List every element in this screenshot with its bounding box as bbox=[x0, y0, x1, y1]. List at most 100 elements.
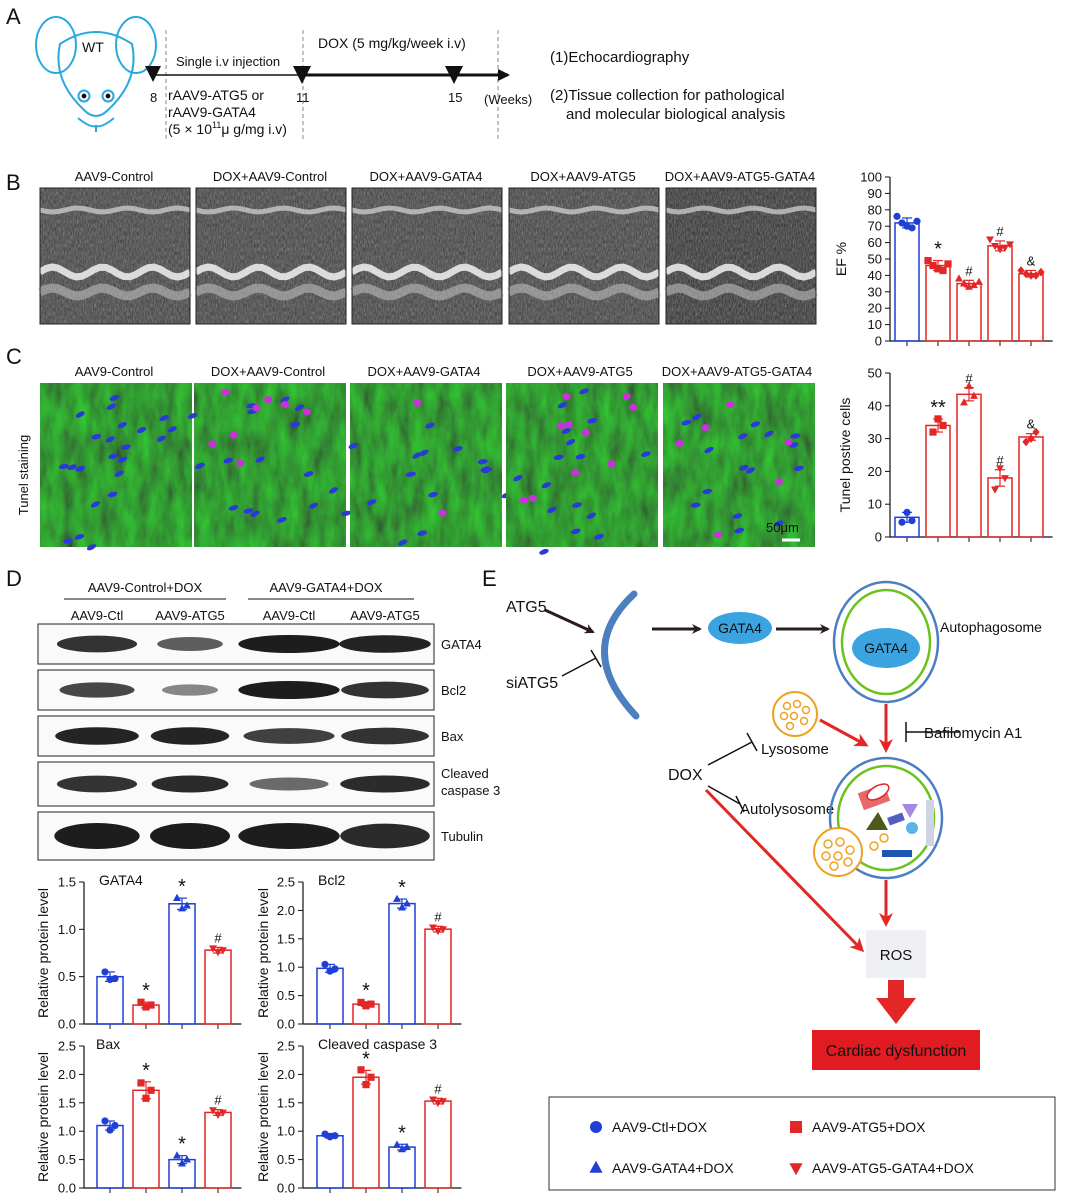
bar bbox=[925, 424, 951, 538]
data-point bbox=[214, 1111, 222, 1120]
phagophore-membrane bbox=[601, 590, 640, 720]
tunel-image bbox=[506, 383, 658, 555]
tunel-image bbox=[40, 383, 192, 551]
data-point bbox=[111, 974, 119, 983]
echo-image-label: DOX+AAV9-Control bbox=[213, 169, 327, 184]
y-tick-label: 1.5 bbox=[277, 1095, 295, 1110]
significance-mark: # bbox=[434, 1081, 442, 1096]
data-point bbox=[398, 1145, 406, 1153]
data-point bbox=[429, 1096, 437, 1104]
bar bbox=[96, 975, 124, 1025]
echo-image-label: DOX+AAV9-ATG5 bbox=[530, 169, 635, 184]
echo-image-label: DOX+AAV9-ATG5-GATA4 bbox=[665, 169, 815, 184]
chart-title: Bcl2 bbox=[318, 872, 345, 888]
y-tick-label: 100 bbox=[860, 170, 882, 185]
autophagosome-inner bbox=[840, 588, 932, 696]
dox-label: DOX bbox=[668, 767, 703, 784]
week-marker bbox=[145, 66, 161, 82]
autophagosome-outer bbox=[832, 580, 940, 704]
y-tick-label: 0 bbox=[875, 530, 882, 545]
atg5-label: ATG5 bbox=[506, 599, 547, 616]
y-tick-label: 1.0 bbox=[277, 1124, 295, 1139]
legend-label: AAV9-ATG5-GATA4+DOX bbox=[812, 1160, 975, 1176]
legend-label: AAV9-ATG5+DOX bbox=[812, 1119, 926, 1135]
lane-label: AAV9-Ctl bbox=[263, 608, 316, 623]
blot-row bbox=[37, 715, 435, 757]
significance-mark: * bbox=[142, 980, 150, 1002]
virus-line: rAAV9-ATG5 or bbox=[168, 87, 264, 103]
data-point bbox=[147, 1086, 155, 1094]
data-point bbox=[903, 508, 911, 516]
data-point bbox=[219, 1109, 227, 1117]
data-point bbox=[357, 998, 365, 1007]
week-label: 11 bbox=[296, 90, 310, 105]
chart-title: GATA4 bbox=[99, 872, 143, 888]
blot-group-label: AAV9-Control+DOX bbox=[88, 580, 203, 595]
y-tick-label: 0 bbox=[875, 334, 882, 349]
significance-mark: # bbox=[996, 224, 1004, 239]
y-tick-label: 0.5 bbox=[277, 988, 295, 1003]
data-point bbox=[908, 517, 916, 525]
tunel-image-label: DOX+AAV9-GATA4 bbox=[367, 364, 480, 379]
tunel-image-label: DOX+AAV9-ATG5 bbox=[527, 364, 632, 379]
data-point bbox=[955, 274, 963, 282]
bar bbox=[388, 902, 416, 1025]
panel-letter-b: B bbox=[6, 170, 21, 195]
echo-image bbox=[350, 187, 504, 325]
data-point bbox=[1027, 271, 1035, 280]
data-point bbox=[183, 901, 191, 909]
bafilomycin-label: Bafilomycin A1 bbox=[924, 725, 1022, 742]
bar bbox=[894, 222, 920, 342]
data-point bbox=[362, 1002, 370, 1010]
echo-image bbox=[507, 187, 661, 325]
echo-image-label: AAV9-Control bbox=[75, 169, 154, 184]
data-point bbox=[1022, 269, 1030, 279]
bar bbox=[956, 393, 982, 538]
data-point bbox=[1017, 266, 1025, 275]
lysosome-icon bbox=[772, 691, 818, 737]
tunel-image-label: DOX+AAV9-Control bbox=[211, 364, 325, 379]
significance-mark: * bbox=[178, 876, 186, 898]
y-tick-label: 80 bbox=[868, 202, 882, 217]
significance-mark: * bbox=[178, 1134, 186, 1156]
data-point bbox=[219, 947, 227, 955]
chart-title: Cleaved caspase 3 bbox=[318, 1036, 437, 1052]
blot-row bbox=[37, 761, 435, 807]
siatg5-label: siATG5 bbox=[506, 675, 558, 692]
legend-label: AAV9-GATA4+DOX bbox=[612, 1160, 734, 1176]
data-point bbox=[142, 1003, 150, 1011]
y-tick-label: 40 bbox=[868, 268, 882, 283]
significance-mark: * bbox=[398, 1122, 406, 1144]
data-point bbox=[1001, 475, 1009, 483]
data-point bbox=[429, 924, 437, 932]
legend-box bbox=[548, 1096, 1056, 1191]
panel-a: A WT 8 11 15 (Weeks) Single i.v injectio… bbox=[6, 4, 785, 142]
data-point bbox=[393, 1140, 401, 1148]
data-point bbox=[367, 1000, 375, 1008]
y-tick-label: 20 bbox=[868, 464, 882, 479]
bar bbox=[352, 1076, 380, 1189]
data-point bbox=[393, 894, 401, 902]
echo-image bbox=[664, 187, 818, 325]
y-tick-label: 2.5 bbox=[277, 875, 295, 890]
mouse-icon bbox=[35, 16, 157, 132]
significance-mark: # bbox=[965, 263, 973, 278]
tunel-image-label: DOX+AAV9-ATG5-GATA4 bbox=[662, 364, 812, 379]
significance-mark: * bbox=[398, 877, 406, 899]
y-tick-label: 20 bbox=[868, 301, 882, 316]
y-tick-label: 50 bbox=[868, 252, 882, 267]
scale-bar-label: 50μm bbox=[766, 520, 799, 535]
y-tick-label: 0.0 bbox=[58, 1017, 76, 1032]
week-label: 8 bbox=[150, 90, 157, 105]
tunel-side-label: Tunel staining bbox=[16, 435, 31, 515]
lane-label: AAV9-ATG5 bbox=[350, 608, 420, 623]
